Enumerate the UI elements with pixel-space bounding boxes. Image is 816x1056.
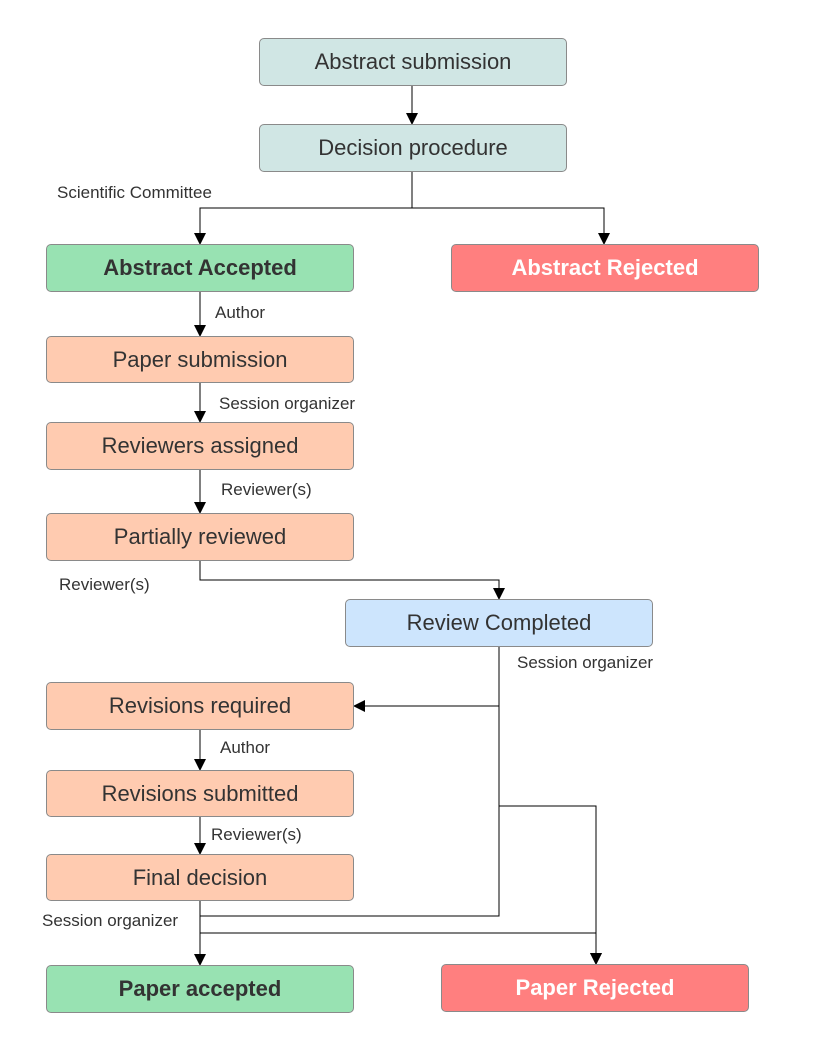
connector-review-completed-to-paper-rejected bbox=[499, 805, 602, 965]
node-paper-submission: Paper submission bbox=[46, 336, 354, 383]
node-abstract-accepted: Abstract Accepted bbox=[46, 244, 354, 292]
node-decision-procedure: Decision procedure bbox=[259, 124, 567, 172]
edge-label-reviewers: Reviewer(s) bbox=[221, 480, 312, 499]
connector-review-completed-trunk bbox=[200, 647, 500, 917]
node-final-decision: Final decision bbox=[46, 854, 354, 901]
node-revisions-submitted: Revisions submitted bbox=[46, 770, 354, 817]
edge-label-session-organizer: Session organizer bbox=[42, 911, 179, 930]
node-partially-reviewed: Partially reviewed bbox=[46, 513, 354, 561]
node-review-completed: Review Completed bbox=[345, 599, 653, 647]
edge-label-author: Author bbox=[215, 303, 266, 322]
connector-decision-to-rejected bbox=[412, 207, 610, 245]
edge-label-reviewers: Reviewer(s) bbox=[59, 575, 150, 594]
node-paper-accepted: Paper accepted bbox=[46, 965, 354, 1013]
node-reviewers-assigned: Reviewers assigned bbox=[46, 422, 354, 470]
node-revisions-required: Revisions required bbox=[46, 682, 354, 730]
connector-partially-reviewed-to-review-completed bbox=[199, 561, 505, 600]
edge-label-session-organizer: Session organizer bbox=[517, 653, 654, 672]
edge-label-scientific-committee: Scientific Committee bbox=[57, 183, 212, 202]
edge-label-reviewers: Reviewer(s) bbox=[211, 825, 302, 844]
connector-final-to-paper-rejected bbox=[200, 932, 602, 965]
node-abstract-submission: Abstract submission bbox=[259, 38, 567, 86]
connector-decision-to-accepted bbox=[194, 172, 413, 245]
edge-label-session-organizer: Session organizer bbox=[219, 394, 356, 413]
node-abstract-rejected: Abstract Rejected bbox=[451, 244, 759, 292]
edge-label-author: Author bbox=[220, 738, 271, 757]
node-paper-rejected: Paper Rejected bbox=[441, 964, 749, 1012]
